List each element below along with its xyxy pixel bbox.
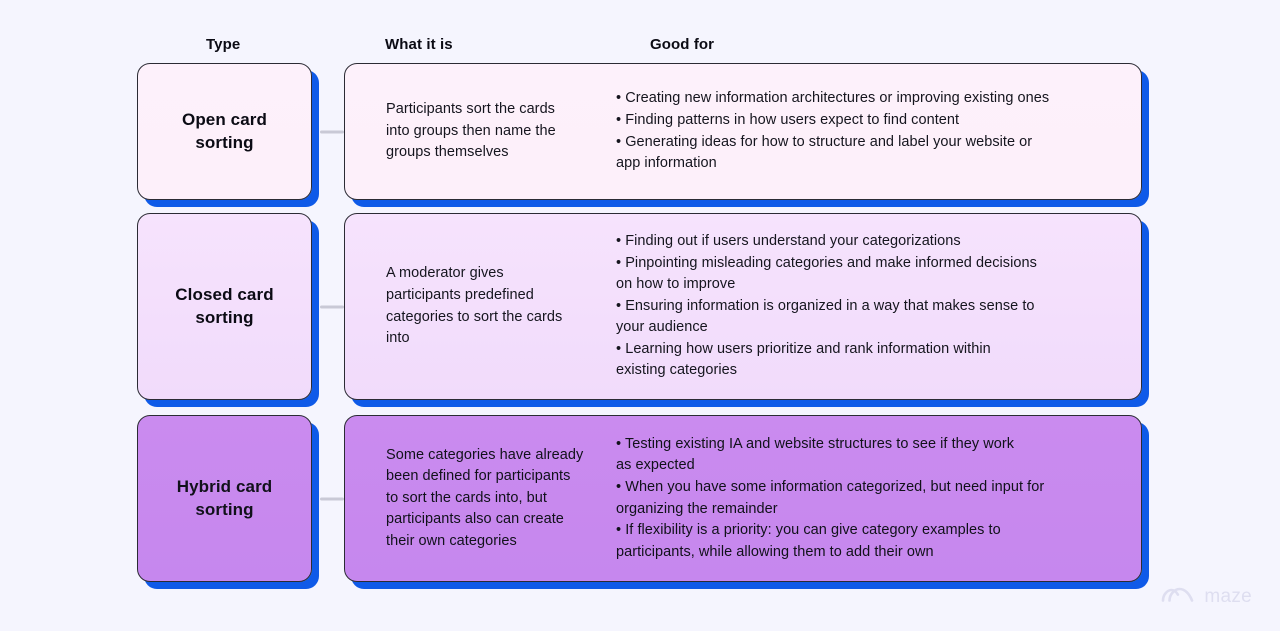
detail-card-hybrid-card-sorting[interactable]: Some categories have already been define… [344, 415, 1142, 582]
good-for-cell: • Testing existing IA and website struct… [616, 434, 1141, 564]
type-card-open-card-sorting[interactable]: Open card sorting [137, 63, 312, 200]
good-for-text: • Testing existing IA and website struct… [616, 435, 1045, 560]
what-it-is-text: Some categories have already been define… [386, 446, 584, 549]
row-connector-line [320, 497, 344, 500]
good-for-cell: • Finding out if users understand your c… [616, 231, 1141, 382]
type-card-label: Open card sorting [182, 110, 267, 152]
column-headers: Type What it is Good for [0, 36, 1280, 58]
row-connector-line [320, 130, 344, 133]
what-it-is-cell: Participants sort the cards into groups … [386, 99, 616, 164]
type-card-label: Closed card sorting [175, 285, 274, 327]
type-card-hybrid-card-sorting[interactable]: Hybrid card sorting [137, 415, 312, 582]
type-card-label: Hybrid card sorting [176, 477, 273, 519]
what-it-is-text: Participants sort the cards into groups … [386, 101, 556, 161]
column-header-what-it-is: What it is [385, 36, 453, 53]
detail-card-closed-card-sorting[interactable]: A moderator gives participants predefine… [344, 213, 1142, 400]
type-card-closed-card-sorting[interactable]: Closed card sorting [137, 213, 312, 400]
row-connector-line [320, 305, 344, 308]
good-for-text: • Creating new information architectures… [616, 90, 1050, 172]
column-header-type: Type [206, 36, 241, 53]
what-it-is-text: A moderator gives participants predefine… [386, 265, 563, 347]
what-it-is-cell: A moderator gives participants predefine… [386, 263, 616, 349]
maze-arch-logo-icon [1161, 585, 1195, 609]
maze-wordmark: maze [1204, 586, 1252, 607]
good-for-text: • Finding out if users understand your c… [616, 232, 1037, 379]
column-header-good-for: Good for [650, 36, 715, 53]
table-row: Open card sorting Participants sort the … [0, 63, 1280, 200]
maze-watermark: maze [1161, 585, 1252, 609]
table-row: Closed card sorting A moderator gives pa… [0, 213, 1280, 400]
good-for-cell: • Creating new information architectures… [616, 88, 1141, 174]
detail-card-open-card-sorting[interactable]: Participants sort the cards into groups … [344, 63, 1142, 200]
table-row: Hybrid card sorting Some categories have… [0, 415, 1280, 582]
what-it-is-cell: Some categories have already been define… [386, 445, 616, 553]
